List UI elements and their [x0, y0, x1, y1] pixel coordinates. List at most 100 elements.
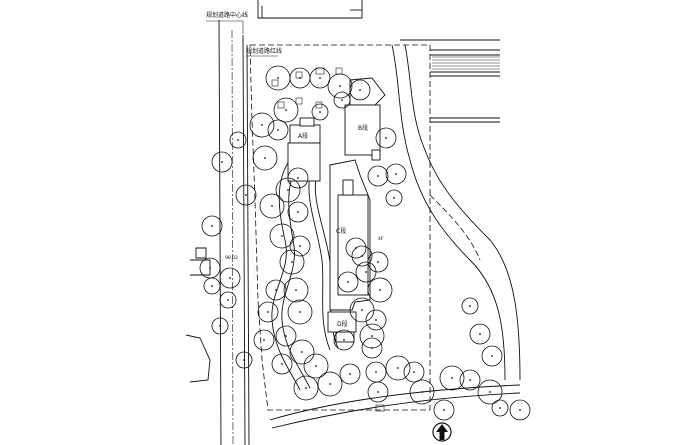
tree-canopy	[433, 399, 455, 421]
trees	[199, 65, 531, 421]
tree-trunk-dot	[287, 189, 289, 191]
tree-trunk-dot	[319, 77, 321, 79]
building-b-label: B段	[358, 124, 368, 132]
tree-trunk-dot	[237, 139, 239, 141]
top-right-parallel-lines	[400, 39, 500, 123]
tree-canopy	[409, 379, 435, 405]
tree-canopy	[253, 329, 275, 351]
tree-trunk-dot	[315, 365, 317, 367]
tree-canopy	[235, 351, 253, 369]
tree-trunk-dot	[479, 333, 481, 335]
tree-trunk-dot	[299, 245, 301, 247]
north-arrow-icon	[432, 422, 452, 442]
tree-canopy	[275, 325, 297, 347]
tree-trunk-dot	[299, 77, 301, 79]
road-centerline-label: 规划道路中心线	[206, 11, 248, 19]
tree-trunk-dot	[329, 383, 331, 385]
tree-trunk-dot	[281, 363, 283, 365]
right-curving-road	[391, 44, 521, 381]
tree-trunk-dot	[271, 205, 273, 207]
building-d	[327, 311, 357, 343]
tree-canopy	[349, 79, 371, 101]
tree-canopy	[337, 271, 359, 293]
site-boundary	[249, 44, 431, 411]
bottom-left-structures	[185, 247, 211, 383]
tree-canopy	[469, 323, 491, 345]
tree-trunk-dot	[377, 175, 379, 177]
tree-trunk-dot	[211, 225, 213, 227]
tree-trunk-dot	[413, 371, 415, 373]
building-b	[344, 77, 386, 161]
tree-canopy	[385, 163, 407, 185]
tree-trunk-dot	[275, 289, 277, 291]
tree-canopy	[367, 251, 389, 273]
tree-canopy	[365, 309, 387, 331]
elevation-label: 98.02	[225, 255, 238, 261]
tree-trunk-dot	[319, 111, 321, 113]
tree-canopy	[211, 317, 229, 335]
tree-trunk-dot	[375, 371, 377, 373]
tree-trunk-dot	[377, 261, 379, 263]
tree-canopy	[229, 131, 247, 149]
tree-canopy	[283, 277, 309, 303]
tree-trunk-dot	[377, 391, 379, 393]
tree-canopy	[491, 399, 509, 417]
tree-trunk-dot	[219, 325, 221, 327]
tree-canopy	[385, 355, 411, 381]
tree-canopy	[461, 297, 479, 315]
tree-canopy	[259, 193, 285, 219]
tree-canopy	[249, 112, 275, 138]
tree-canopy	[211, 151, 233, 173]
tree-canopy	[375, 127, 397, 149]
tree-trunk-dot	[393, 197, 395, 199]
tree-trunk-dot	[261, 124, 263, 126]
tree-canopy	[367, 381, 389, 403]
road-redline-label: 规划道路红线	[246, 47, 282, 55]
tree-trunk-dot	[379, 289, 381, 291]
tree-trunk-dot	[301, 351, 303, 353]
tree-canopy	[219, 291, 237, 309]
tree-canopy	[293, 375, 319, 401]
tree-canopy	[333, 329, 355, 351]
building-d-label: D段	[337, 320, 348, 328]
tree-canopy	[279, 249, 305, 275]
tree-canopy	[252, 145, 278, 171]
tree-trunk-dot	[385, 137, 387, 139]
building-c-label: C段	[336, 227, 346, 235]
tree-trunk-dot	[211, 285, 213, 287]
tree-canopy	[481, 345, 503, 367]
tree-canopy	[327, 73, 353, 99]
tree-canopy	[333, 91, 351, 109]
tree-trunk-dot	[359, 89, 361, 91]
tree-trunk-dot	[371, 335, 373, 337]
bottom-road	[269, 384, 521, 429]
tree-canopy	[367, 165, 389, 187]
building-a-label: A段	[298, 132, 308, 140]
tree-canopy	[439, 365, 465, 391]
tree-trunk-dot	[285, 109, 287, 111]
tree-trunk-dot	[421, 391, 423, 393]
tree-trunk-dot	[264, 157, 266, 159]
tree-trunk-dot	[469, 379, 471, 381]
building-a	[287, 117, 321, 182]
tree-canopy	[509, 399, 531, 421]
tree-trunk-dot	[355, 247, 357, 249]
tree-canopy	[403, 361, 425, 383]
tree-canopy	[265, 279, 287, 301]
tree-trunk-dot	[491, 355, 493, 357]
winding-path	[271, 159, 339, 391]
tree-canopy	[289, 339, 315, 365]
tree-trunk-dot	[347, 281, 349, 283]
tree-canopy	[203, 277, 221, 295]
tree-trunk-dot	[305, 387, 307, 389]
tree-trunk-dot	[443, 409, 445, 411]
tree-canopy	[287, 299, 313, 325]
tree-canopy	[345, 237, 367, 259]
tree-trunk-dot	[395, 173, 397, 175]
tree-canopy	[351, 245, 373, 267]
tree-trunk-dot	[499, 407, 501, 409]
tree-trunk-dot	[341, 99, 343, 101]
tree-canopy	[367, 277, 393, 303]
tree-trunk-dot	[349, 373, 351, 375]
tree-canopy	[235, 184, 257, 206]
